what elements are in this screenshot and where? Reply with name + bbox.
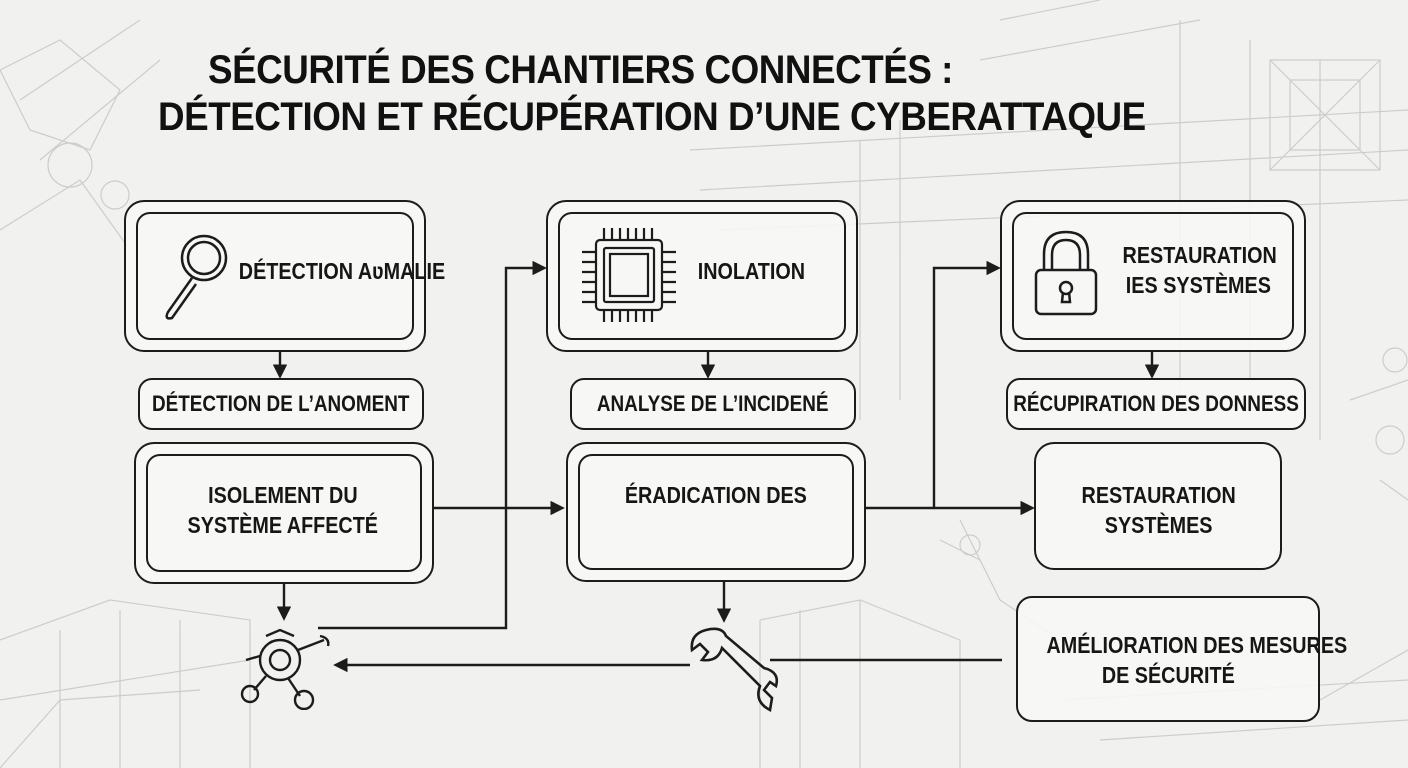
eradication-box: [566, 442, 866, 582]
title-line-2: DÉTECTION ET RÉCUPÉRATION D’UNE CYBERATT…: [158, 95, 1146, 139]
magnifier-icon: [165, 234, 228, 320]
wrench-icon: [690, 627, 779, 712]
security-improvement-box: [1016, 596, 1320, 722]
restoration-top-box: [1000, 200, 1306, 352]
eradication-label: ÉRADICATION DES: [624, 482, 808, 508]
step-pill-recovery: RÉCUPIRATION DES DONNESS: [1006, 378, 1306, 430]
diagram-title: SÉCURITÉ DES CHANTIERS CONNECTÉS : DÉTEC…: [0, 48, 1408, 140]
restoration-bottom-label: RESTAURATION SYSTÈMES: [1081, 482, 1237, 538]
inolation-label: INOLATION: [697, 258, 805, 284]
restoration-top-label: RESTAURATION IES SYSTÈMES: [1122, 242, 1277, 298]
isolation-label: ISOLEMENT DU SYSTÈME AFFECTÉ: [187, 482, 379, 538]
detection-anomaly-box: [124, 200, 426, 352]
detection-anomaly-label: DÉTECTION AʋMALIE: [238, 258, 446, 284]
chip-icon: [582, 228, 676, 322]
restoration-bottom-box: [1034, 442, 1282, 570]
robot-gear-icon: [240, 628, 330, 710]
security-improvement-label: AMÉLIORATION DES MESURES DE SÉCURITÉ: [1046, 632, 1348, 688]
step-pill-detection: DÉTECTION DE L’ANOMENT: [138, 378, 424, 430]
inolation-box: [546, 200, 858, 352]
step-pill-analysis: ANALYSE DE L’INCIDENÉ: [570, 378, 856, 430]
title-line-1: SÉCURITÉ DES CHANTIERS CONNECTÉS :: [208, 48, 953, 92]
isolation-box: [134, 442, 434, 584]
padlock-icon: [1034, 230, 1098, 316]
